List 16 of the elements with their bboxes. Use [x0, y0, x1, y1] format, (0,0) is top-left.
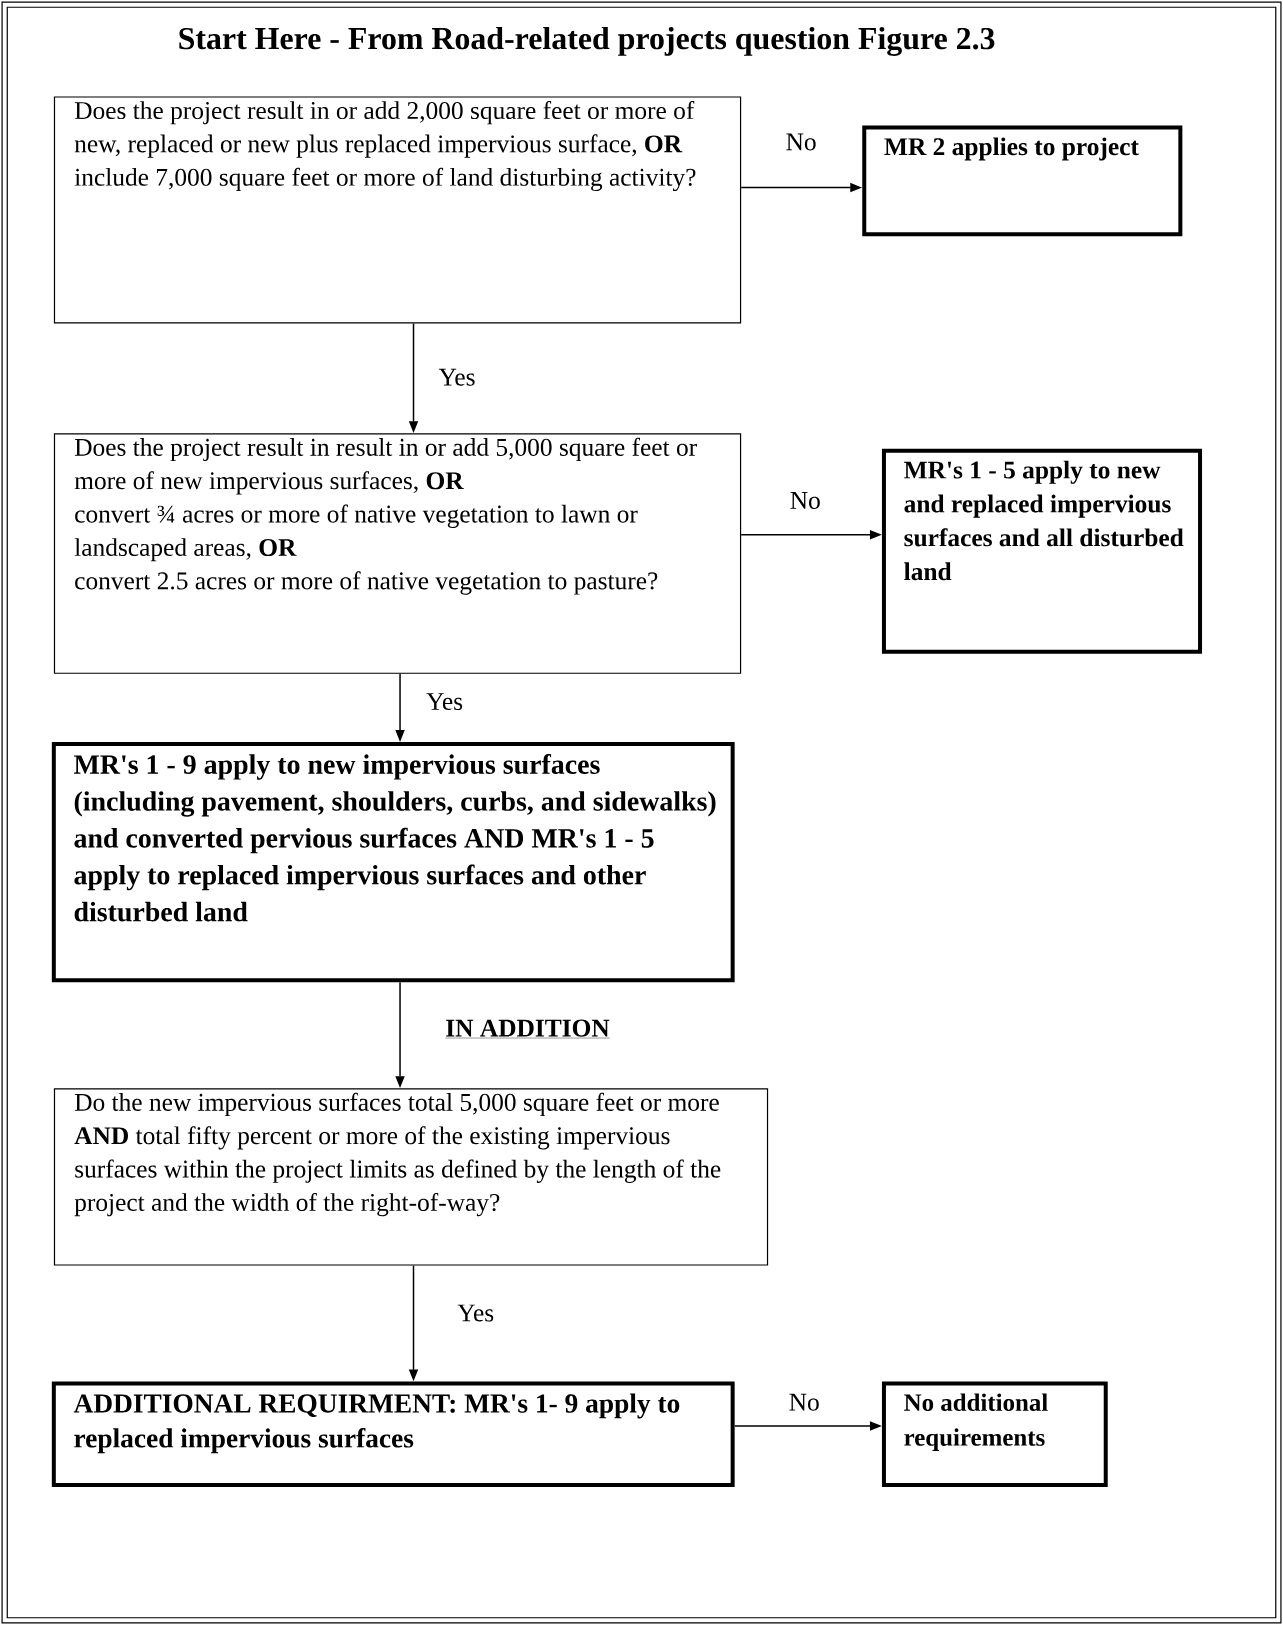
question-box: Do the new impervious surfaces total 5,000 square feet or more AND total fifty percent or more of the existing impervious surfaces within the project limits as defined by the length of the project and the width of the right-of-way? [53, 1088, 769, 1266]
edge-label: No [788, 491, 822, 510]
edge-label: No [784, 132, 818, 152]
result-box: MR's 1 - 9 apply to new impervious surfaces (including pavement, shoulders, curbs, and sidewalks) and converted pervious surfaces AND MR's 1 - 5 apply to replaced impervious surfaces and other disturbed land [51, 742, 735, 983]
edge-label: Yes [425, 692, 465, 712]
edge-label: Yes [437, 367, 477, 387]
result-box: MR's 1 - 5 apply to new and replaced impervious surfaces and all disturbed land [881, 448, 1203, 654]
result-box: No additional requirements [881, 1381, 1108, 1488]
result-box: ADDITIONAL REQUIRMENT: MR's 1- 9 apply to replaced impervious surfaces [51, 1381, 735, 1488]
edge-label: IN ADDITION [444, 1018, 611, 1040]
edge-label: No [787, 1392, 821, 1412]
question-box: Does the project result in or add 2,000 square feet or more of new, replaced or new plus replaced impervious surface, OR include 7,000 square feet or more of land disturbing activity? [53, 96, 742, 324]
title: Start Here - From Road-related projects question Figure 2.3 [179, 26, 995, 57]
question-box: Does the project result in result in or add 5,000 square feet or more of new impervious surfaces, OR convert ¾ acres or more of native vegetation to lawn or landscaped areas, OR convert 2.5 acres or more of native vegetation to pasture? [53, 433, 742, 674]
result-box: MR 2 applies to project [862, 125, 1183, 237]
edge-label: Yes [456, 1303, 496, 1323]
